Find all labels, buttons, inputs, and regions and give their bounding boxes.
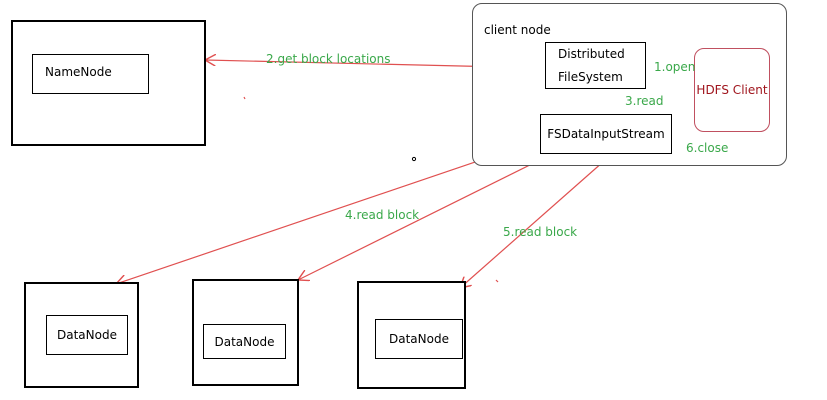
stray-mark (243, 96, 246, 100)
stray-dot (411, 156, 417, 162)
step-read-label: 3.read (625, 94, 664, 108)
namenode-label: NameNode (45, 65, 112, 79)
stray-mark (495, 279, 499, 283)
distributed-filesystem-box: Distributed FileSystem (545, 42, 646, 89)
datanode-3-box: DataNode (375, 319, 463, 359)
datanode-3-label: DataNode (389, 332, 449, 346)
fsdatainputstream-box: FSDataInputStream (540, 114, 672, 154)
step-read-block-5-label: 5.read block (503, 225, 578, 239)
arrow-read-block-datanode-1 (116, 139, 541, 284)
step-get-block-locations-label: 2.get block locations (266, 52, 391, 66)
datanode-2-box: DataNode (203, 324, 286, 359)
step-open-label: 1.open (654, 60, 696, 74)
step-close-label: 6.close (686, 141, 729, 155)
arrow-read-block-datanode-3 (460, 153, 613, 288)
datanode-1-label: DataNode (57, 328, 117, 342)
hdfs-client-label: HDFS Client (696, 83, 768, 97)
client-node-title: client node (484, 23, 551, 37)
namenode-box: NameNode (32, 54, 149, 94)
distributed-filesystem-label-line1: Distributed (558, 47, 625, 61)
datanode-2-label: DataNode (214, 334, 275, 349)
hdfs-client-box: HDFS Client (694, 48, 770, 132)
arrow-read-block-datanode-2 (298, 149, 561, 280)
distributed-filesystem-label-line2: FileSystem (558, 70, 623, 84)
fsdatainputstream-label: FSDataInputStream (547, 127, 665, 141)
datanode-1-box: DataNode (46, 315, 128, 355)
step-read-block-4-label: 4.read block (345, 208, 420, 222)
